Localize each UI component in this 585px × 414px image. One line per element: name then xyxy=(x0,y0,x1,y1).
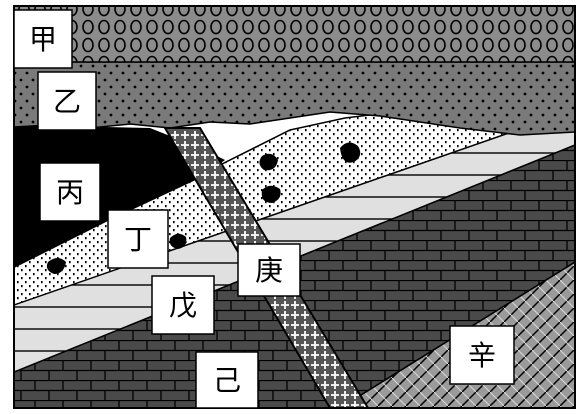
blob xyxy=(261,185,281,203)
label-ji-text: 己 xyxy=(213,364,241,397)
label-xin: 辛 xyxy=(449,325,515,385)
label-xin-text: 辛 xyxy=(468,339,496,372)
label-wu: 戊 xyxy=(151,275,215,335)
label-geng-text: 庚 xyxy=(255,254,283,287)
label-jia: 甲 xyxy=(13,9,73,69)
label-ji: 己 xyxy=(195,351,259,409)
label-bing: 丙 xyxy=(39,162,101,222)
label-ding: 丁 xyxy=(107,209,169,269)
label-bing-text: 丙 xyxy=(56,176,84,209)
layer-jia xyxy=(14,6,575,63)
label-wu-text: 戊 xyxy=(169,289,197,322)
label-ding-text: 丁 xyxy=(124,223,152,256)
blob xyxy=(169,233,187,249)
blob xyxy=(46,258,66,274)
label-geng: 庚 xyxy=(237,243,301,297)
layer-bing xyxy=(14,125,225,268)
blob xyxy=(340,142,361,163)
label-yi: 乙 xyxy=(37,71,97,131)
diagram-frame xyxy=(13,5,576,409)
blob xyxy=(259,153,278,171)
label-jia-text: 甲 xyxy=(29,23,57,56)
label-yi-text: 乙 xyxy=(53,85,81,118)
